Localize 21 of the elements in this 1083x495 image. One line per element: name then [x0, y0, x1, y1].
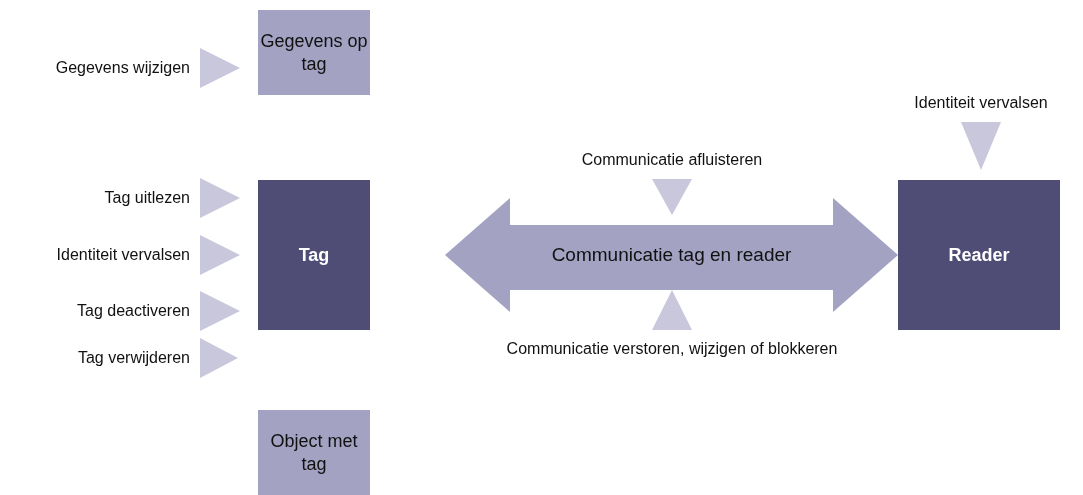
threat-label: Identiteit vervalsen [5, 243, 190, 267]
arrow-label: Communicatie tag en reader [551, 243, 792, 267]
component-box: Object met tag [258, 410, 370, 495]
component-box: Gegevens op tag [258, 10, 370, 95]
threat-label: Communicatie afluisteren [540, 149, 804, 171]
threat-label: Identiteit vervalsen [900, 92, 1062, 114]
triangle-arrow [200, 235, 240, 275]
triangle-arrow [652, 179, 692, 215]
triangle-arrow [652, 290, 692, 330]
component-box: Tag [258, 180, 370, 330]
triangle-arrow [200, 338, 238, 378]
triangle-arrow [200, 178, 240, 218]
triangle-arrow [200, 291, 240, 331]
triangle-arrow [961, 122, 1001, 170]
threat-label: Tag verwijderen [30, 346, 190, 370]
component-box: Reader [898, 180, 1060, 330]
threat-label: Tag deactiveren [30, 299, 190, 323]
threat-label: Gegevens wijzigen [10, 56, 190, 80]
threat-label: Tag uitlezen [30, 186, 190, 210]
triangle-arrow [200, 48, 240, 88]
threat-label: Communicatie verstoren, wijzigen of blokkeren [440, 338, 904, 360]
